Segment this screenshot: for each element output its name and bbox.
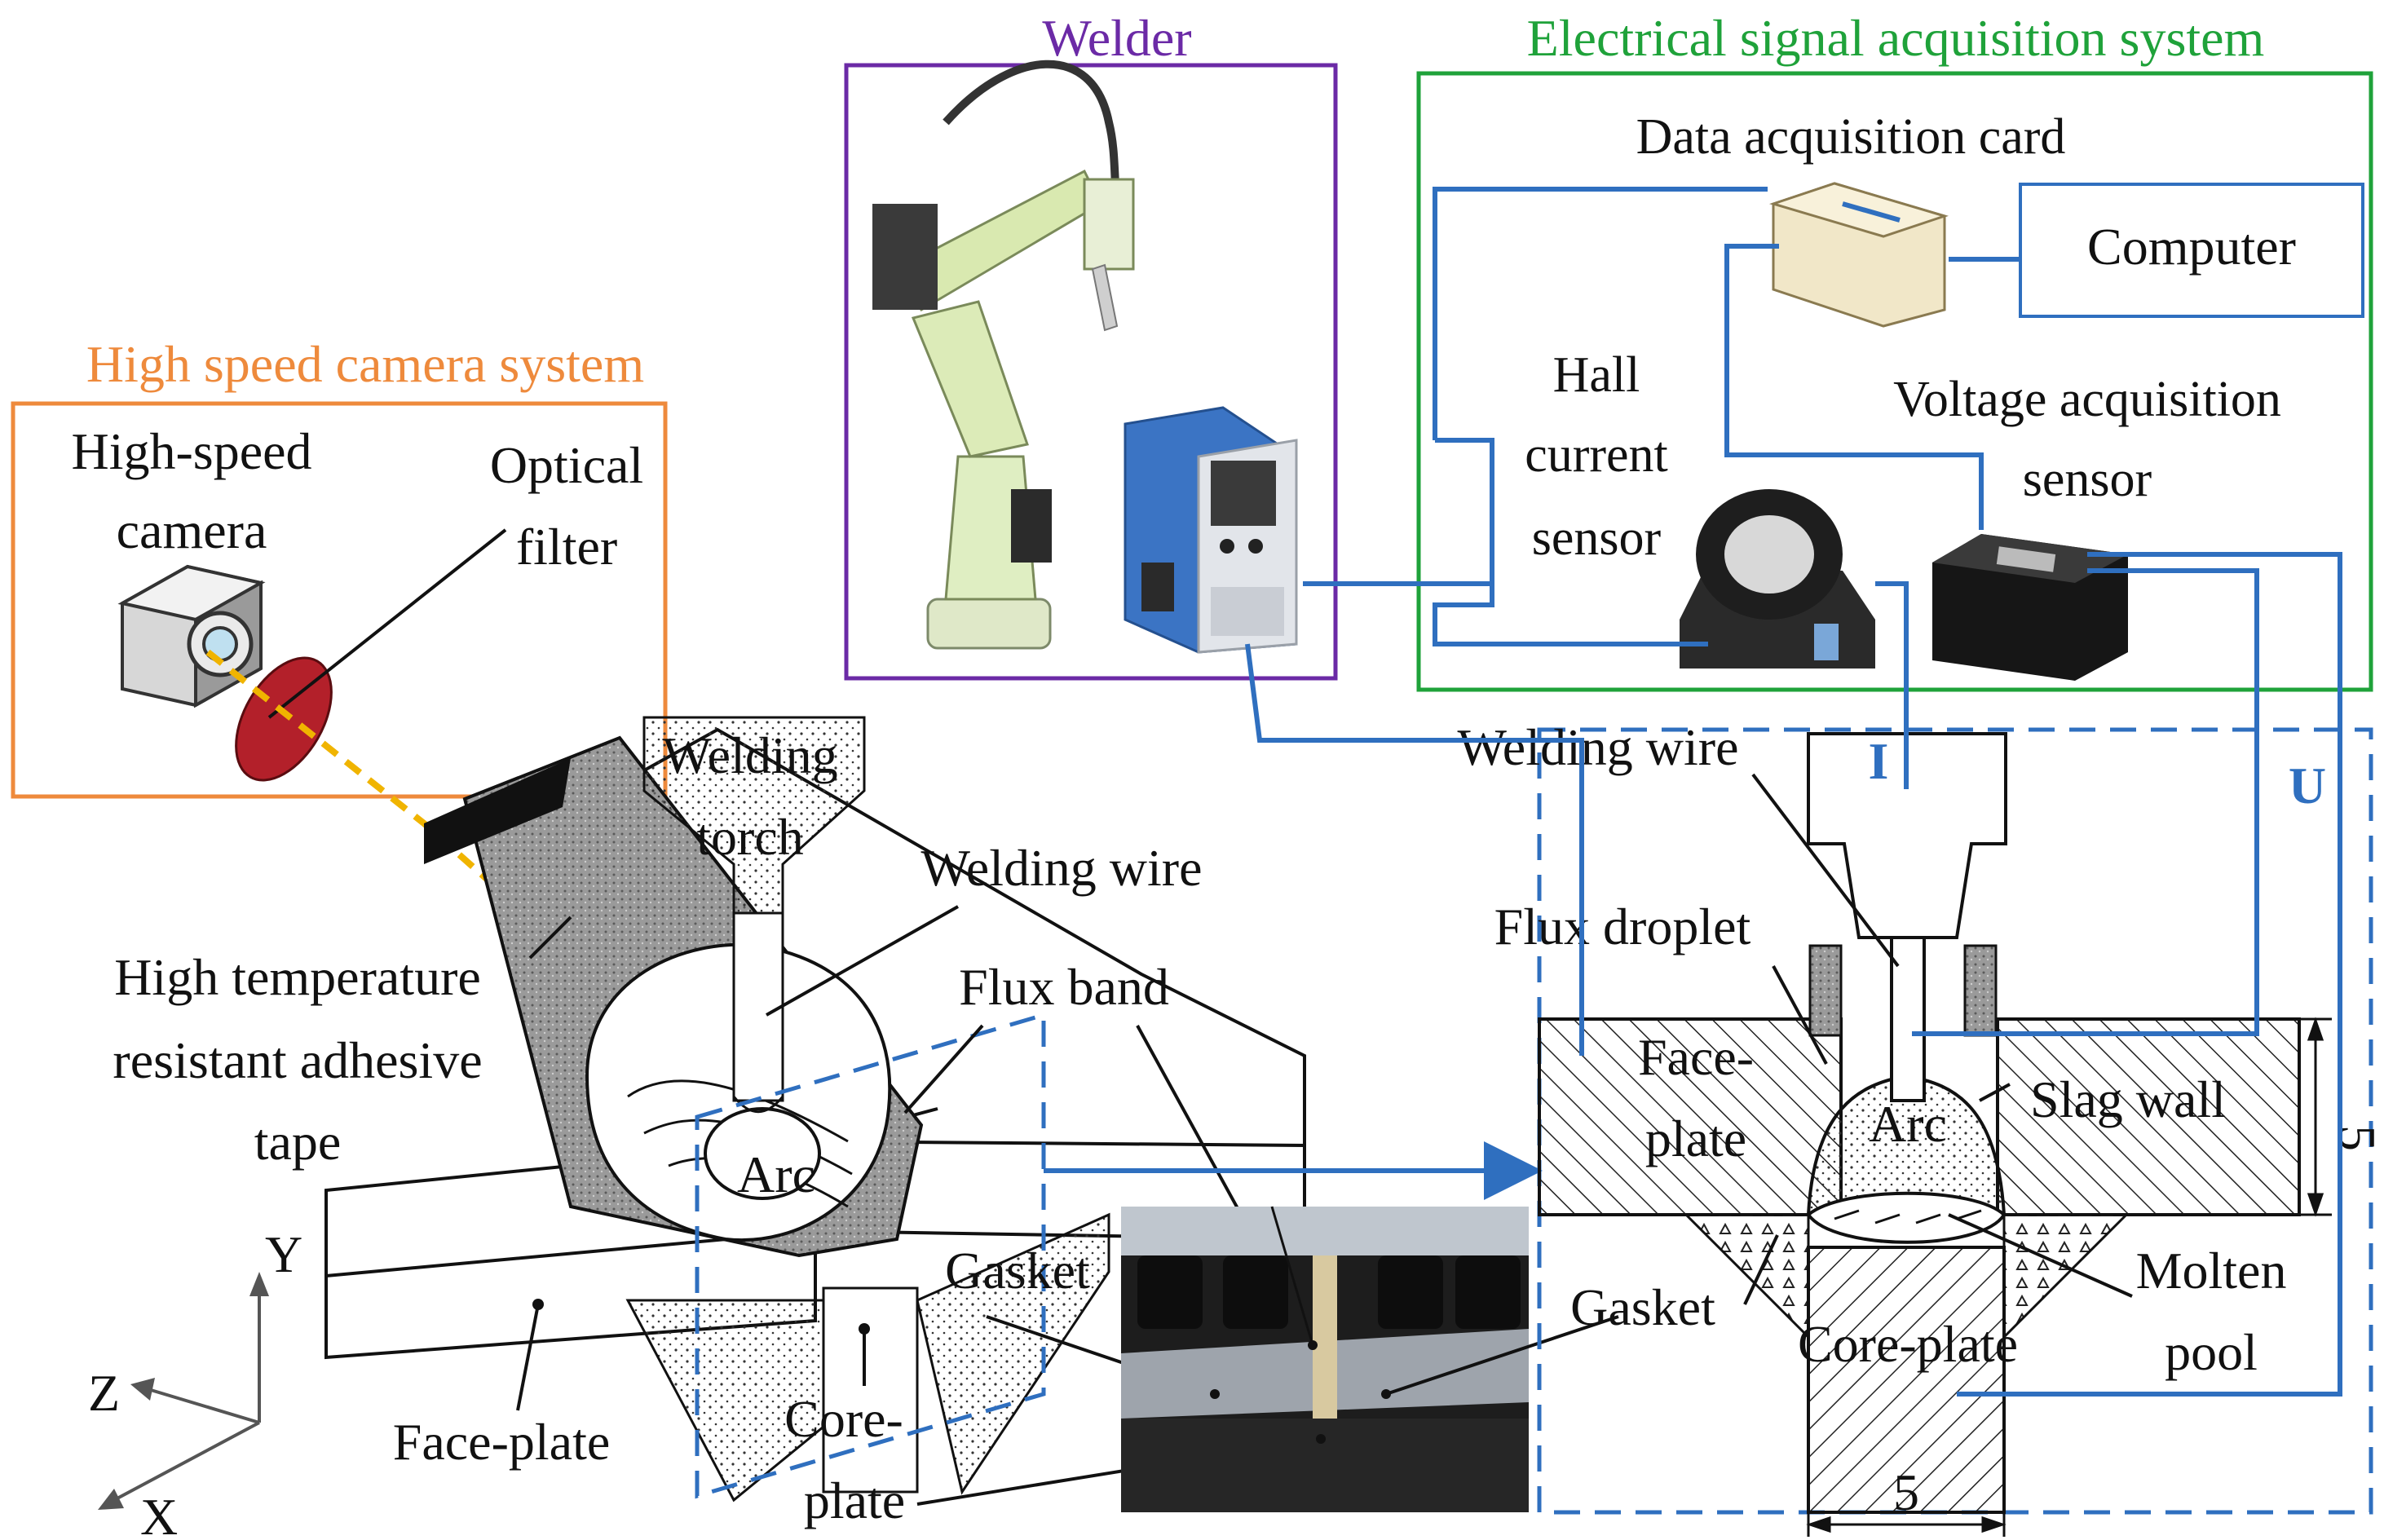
flux-droplet-leader xyxy=(1772,965,1828,1065)
welder-box xyxy=(844,63,1338,681)
core-plate-3d xyxy=(822,1286,919,1494)
molten-pool-leader xyxy=(1948,1213,2133,1298)
face-plate-label-right-line2: plate xyxy=(1645,1110,1746,1167)
arc-region-left xyxy=(704,1107,821,1200)
computer-label: Computer xyxy=(2087,218,2296,276)
welding-torch-label-line1: Welding xyxy=(662,726,837,784)
camera-system-title: High speed camera system xyxy=(86,335,644,393)
wire-leader-left xyxy=(766,905,959,1017)
axis-y-label: Y xyxy=(265,1225,302,1283)
gasket-label-right: Gasket xyxy=(1570,1278,1715,1336)
voltage-sensor-label-line2: sensor xyxy=(2023,452,2152,507)
filter-label-line1: Optical xyxy=(490,436,643,494)
gasket-leader-right-photo xyxy=(1385,1315,1619,1396)
filter-label-line2: filter xyxy=(516,518,617,576)
welder-title: Welder xyxy=(1042,9,1191,67)
electrical-system-title: Electrical signal acquisition system xyxy=(1527,9,2265,67)
welding-wire-label-right: Welding wire xyxy=(1458,718,1739,776)
hall-sensor-label-line3: sensor xyxy=(1532,510,1662,566)
core-plate-label-right: Core-plate xyxy=(1798,1315,2018,1373)
electrical-system-box xyxy=(1416,71,2373,692)
daq-card-image xyxy=(1769,182,1949,328)
camera-system-box xyxy=(11,401,668,799)
camera-label-line1: High-speed xyxy=(71,422,311,480)
gasket-label-left: Gasket xyxy=(945,1242,1090,1300)
voltage-sensor-label-line1: Voltage acquisition xyxy=(1893,372,2281,427)
welding-wire-label-left: Welding wire xyxy=(921,839,1203,897)
cross-section-face-plate xyxy=(1538,1017,2301,1216)
adhesive-tape-label-line3: tape xyxy=(254,1113,342,1171)
welding-wire-3d xyxy=(732,911,784,1102)
molten-pool-label-line1: Molten xyxy=(2136,1242,2287,1300)
camera-label-line2: camera xyxy=(117,501,267,559)
gasket-leader-right xyxy=(1743,1234,1779,1305)
high-speed-camera-icon xyxy=(117,564,266,708)
molten-pool-dashes xyxy=(1834,1209,1982,1224)
computer-box xyxy=(2019,183,2364,318)
arc-label-right: Arc xyxy=(1869,1095,1947,1153)
axis-x-label: X xyxy=(140,1488,178,1540)
wire-leader-right xyxy=(1751,773,1900,968)
face-plate-label-right-line1: Face- xyxy=(1638,1028,1754,1086)
adhesive-tape-label-line1: High temperature xyxy=(114,948,481,1006)
welding-robot-image xyxy=(872,60,1135,650)
core-plate-label-line2: plate xyxy=(804,1472,905,1529)
dimension-horizontal xyxy=(1806,1512,2007,1537)
flux-band-left-section xyxy=(1808,944,1843,1037)
gasket-right-section xyxy=(2002,1213,2130,1340)
coordinate-axes xyxy=(98,1272,269,1510)
voltage-sensor-image xyxy=(1932,534,2128,681)
dimension-horizontal-value: 5 xyxy=(1893,1463,1919,1521)
molten-pool-label-line2: pool xyxy=(2165,1323,2258,1381)
signal-wiring xyxy=(1245,187,2342,1397)
filter-leader-line xyxy=(267,528,507,719)
hall-sensor-label-line1: Hall xyxy=(1553,347,1640,403)
flux-band-leader xyxy=(903,1024,984,1114)
voltage-symbol: U xyxy=(2289,757,2326,814)
slag-wall-leader xyxy=(1979,1083,2011,1102)
current-symbol: I xyxy=(1869,732,1889,790)
flux-droplet-label: Flux droplet xyxy=(1494,898,1751,955)
welding-torch-section xyxy=(1807,732,2007,939)
face-plate-label-left: Face-plate xyxy=(393,1413,611,1471)
tape-leader xyxy=(528,916,572,960)
welding-torch-label-line2: torch xyxy=(696,808,804,866)
core-plate-section xyxy=(1807,1246,2006,1514)
flux-band-right-section xyxy=(1963,944,1998,1037)
arc-label-left: Arc xyxy=(737,1145,815,1203)
adhesive-tape-label-line2: resistant adhesive xyxy=(113,1031,482,1089)
dimension-vertical-value: 5 xyxy=(2329,1125,2384,1151)
adhesive-tape-strip xyxy=(424,758,571,864)
hall-sensor-label-line2: current xyxy=(1525,427,1668,483)
welding-power-source-image xyxy=(1124,406,1298,654)
specimen-photo xyxy=(1121,1207,1529,1512)
slag-wall-label: Slag wall xyxy=(2030,1070,2226,1128)
daq-card-label: Data acquisition card xyxy=(1636,109,2066,165)
flux-band-label: Flux band xyxy=(959,958,1169,1016)
dimension-vertical xyxy=(2299,1017,2332,1217)
face-plate-leader-left xyxy=(516,1304,540,1411)
core-plate-label-line1: Core- xyxy=(784,1390,903,1448)
hall-current-sensor-image xyxy=(1680,489,1875,669)
axis-z-label: Z xyxy=(88,1364,120,1422)
section-marker-box xyxy=(695,1012,1046,1499)
